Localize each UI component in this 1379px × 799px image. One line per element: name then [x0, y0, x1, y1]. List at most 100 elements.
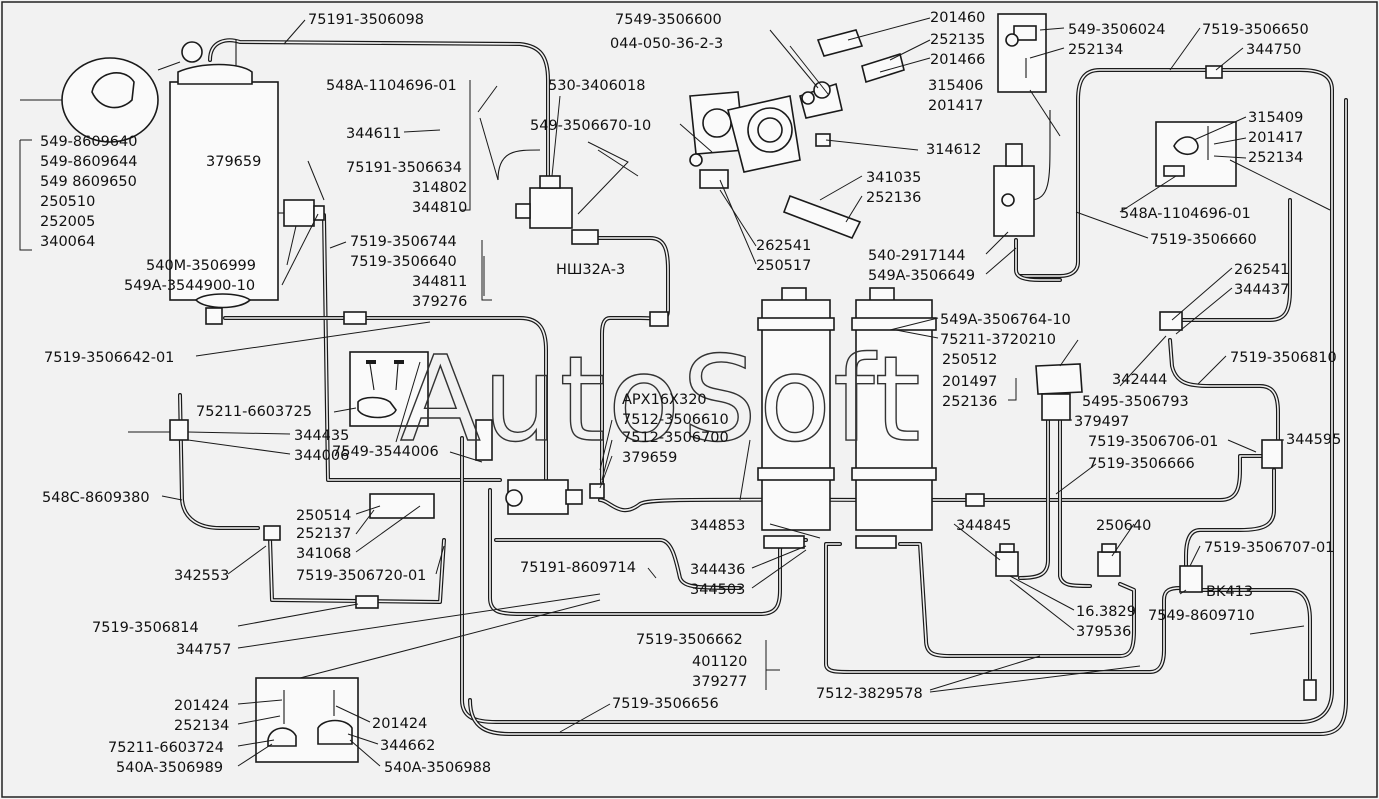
part-label: 7519-3506656	[612, 696, 719, 712]
part-label: 344853	[690, 518, 745, 534]
part-label: APX16X320	[622, 392, 707, 408]
part-label: 7519-3506642-01	[44, 350, 174, 366]
part-label: 341068	[296, 546, 351, 562]
part-label: 342444	[1112, 372, 1167, 388]
bracket-lines	[19, 80, 1017, 690]
clamp-detail-2	[255, 677, 359, 763]
part-label: 250512	[942, 352, 997, 368]
gear-pump	[515, 175, 599, 245]
part-label: 201424	[372, 716, 427, 732]
part-labels: 75191-3506098 548A-1104696-01 344611 549…	[40, 10, 1341, 776]
part-label: 549-8609644	[40, 154, 138, 170]
part-label: 344006	[294, 448, 349, 464]
part-label: 530-3406018	[548, 78, 646, 94]
part-label: 344437	[1234, 282, 1289, 298]
part-label: 252137	[296, 526, 351, 542]
part-label: 379659	[206, 154, 261, 170]
part-label: 250510	[40, 194, 95, 210]
leader-lines	[161, 17, 1331, 767]
part-label: 344845	[956, 518, 1011, 534]
part-label: 7549-8609710	[1148, 608, 1255, 624]
part-label: 549 8609650	[40, 174, 137, 190]
part-label: 7519-3506660	[1150, 232, 1257, 248]
part-label: 344595	[1286, 432, 1341, 448]
part-label: 344435	[294, 428, 349, 444]
part-label: 344750	[1246, 42, 1301, 58]
part-label: 201460	[930, 10, 985, 26]
part-label: 314612	[926, 142, 981, 158]
part-label: 314802	[412, 180, 467, 196]
part-label: 201424	[174, 698, 229, 714]
part-label: 7519-3506720-01	[296, 568, 426, 584]
part-label: 7519-3506666	[1088, 456, 1195, 472]
part-label: 252005	[40, 214, 95, 230]
part-label: 540-2917144	[868, 248, 966, 264]
hose-detail-2	[1155, 121, 1237, 187]
part-label: 201417	[928, 98, 983, 114]
part-label: 342553	[174, 568, 229, 584]
part-label: 548A-1104696-01	[1120, 206, 1251, 222]
part-label: 7519-3506707-01	[1204, 540, 1334, 556]
part-label: 549A-3506649	[868, 268, 975, 284]
part-label: 344611	[346, 126, 401, 142]
part-label: 549A-3506764-10	[940, 312, 1071, 328]
part-label: 75211-6603725	[196, 404, 312, 420]
part-label: 262541	[756, 238, 811, 254]
clamp-detail-1	[349, 351, 429, 427]
part-label: 252136	[942, 394, 997, 410]
part-label: 340064	[40, 234, 95, 250]
part-label: 548A-1104696-01	[326, 78, 457, 94]
part-label: 7512-3506700	[622, 430, 729, 446]
part-label: 16.3829	[1076, 604, 1136, 620]
filter-valve-379659	[278, 199, 325, 227]
part-label: 549-3506670-10	[530, 118, 651, 134]
part-label: 75191-3506634	[346, 160, 462, 176]
part-label: 341035	[866, 170, 921, 186]
part-label: 250514	[296, 508, 351, 524]
part-label: 7519-3506650	[1202, 22, 1309, 38]
part-label: 7519-3506640	[350, 254, 457, 270]
part-label: 7549-3544006	[332, 444, 439, 460]
part-label: 344503	[690, 582, 745, 598]
part-label: 250517	[756, 258, 811, 274]
accumulator-5495	[1035, 363, 1083, 421]
part-label: 549А-3544900-10	[124, 278, 255, 294]
part-label: 7512-3829578	[816, 686, 923, 702]
part-label: 379276	[412, 294, 467, 310]
part-label: 252134	[1248, 150, 1303, 166]
part-label: 549-3506024	[1068, 22, 1166, 38]
part-label: 540A-3506989	[116, 760, 223, 776]
part-label: 7512-3506610	[622, 412, 729, 428]
pressure-valve-540	[993, 143, 1035, 237]
part-label: 75211-3720210	[940, 332, 1056, 348]
part-label: 344810	[412, 200, 467, 216]
part-label: 262541	[1234, 262, 1289, 278]
part-label: НШ32А-3	[556, 262, 625, 278]
pump-exploded-view	[689, 29, 905, 240]
part-label: 379659	[622, 450, 677, 466]
part-label: 75191-8609714	[520, 560, 636, 576]
part-label: 252134	[1068, 42, 1123, 58]
part-label: 7519-3506706-01	[1088, 434, 1218, 450]
hydraulic-cylinders	[757, 287, 937, 531]
part-label: 7519-3506744	[350, 234, 457, 250]
part-label: 201466	[930, 52, 985, 68]
part-label: 7519-3506810	[1230, 350, 1337, 366]
part-label: 344436	[690, 562, 745, 578]
part-label: 379497	[1074, 414, 1129, 430]
part-label: 540М-3506999	[146, 258, 256, 274]
part-label: 201417	[1248, 130, 1303, 146]
watermark: AutoSoft	[400, 330, 923, 468]
part-label: 549-8609640	[40, 134, 138, 150]
part-label: 7519-3506662	[636, 632, 743, 648]
part-label: 379536	[1076, 624, 1131, 640]
pipe-network	[178, 38, 1348, 736]
oil-tank	[20, 40, 279, 325]
part-label: 252135	[930, 32, 985, 48]
part-label: 7519-3506814	[92, 620, 199, 636]
part-label: 252134	[174, 718, 229, 734]
part-label: 7549-3506600	[615, 12, 722, 28]
part-label: 344811	[412, 274, 467, 290]
part-label: 5495-3506793	[1082, 394, 1189, 410]
